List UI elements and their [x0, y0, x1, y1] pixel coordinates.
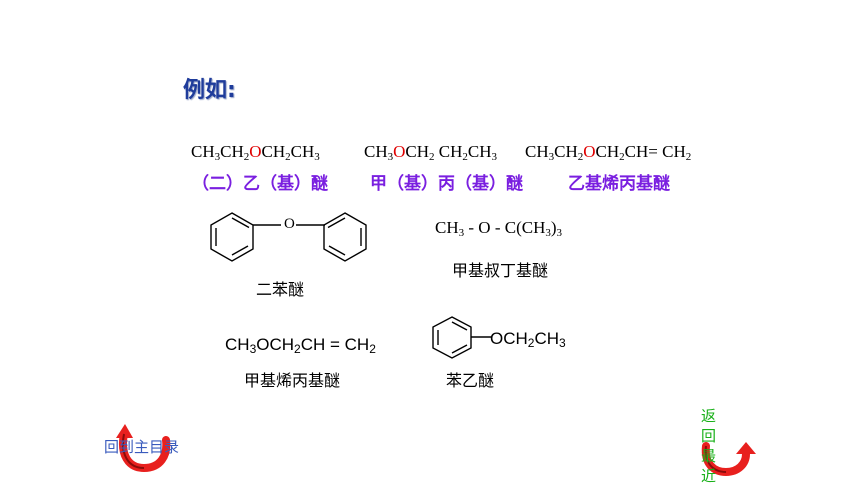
main-menu-link[interactable]: 回到主目录: [104, 424, 199, 474]
page-title: 例如:: [183, 78, 236, 103]
main-menu-label: 回到主目录: [104, 438, 180, 456]
oxygen-atom: O: [249, 142, 262, 161]
formula-methyl-tert-butyl-ether: CH3 - O - C(CH3)3: [435, 218, 563, 239]
formula-ethyl-allyl-ether: CH3CH2OCH2CH= CH2: [525, 142, 692, 163]
return-recent-label: 返回最近: [701, 407, 717, 485]
oxygen-atom: O: [583, 142, 596, 161]
oxygen-atom: O: [393, 142, 406, 161]
diphenyl-oxygen-label: O: [284, 216, 295, 232]
phenetole-benzene-ring: [432, 316, 492, 359]
formula-methyl-allyl-ether: CH3OCH2CH = CH2: [225, 335, 376, 356]
diphenyl-ether-structure: [210, 212, 367, 262]
formula-phenetole: OCH2CH3: [490, 329, 566, 350]
name-diphenyl-ether: 二苯醚: [256, 280, 305, 299]
name-methyl-tert-butyl-ether: 甲基叔丁基醚: [452, 261, 549, 280]
return-recent-link[interactable]: 返回最近: [698, 406, 758, 485]
u-turn-arrow-icon: [116, 424, 171, 472]
name-phenetole: 苯乙醚: [446, 371, 495, 390]
name-diethyl-ether: （二）乙（基）醚: [192, 174, 328, 194]
name-methyl-allyl-ether: 甲基烯丙基醚: [244, 371, 341, 390]
formula-diethyl-ether: CH3CH2OCH2CH3: [191, 142, 320, 163]
formula-methyl-propyl-ether: CH3OCH2 CH2CH3: [364, 142, 498, 163]
name-methyl-propyl-ether: 甲（基）丙（基）醚: [370, 174, 523, 194]
name-ethyl-allyl-ether: 乙基烯丙基醚: [568, 174, 670, 194]
return-arrow-icon: [701, 442, 756, 476]
